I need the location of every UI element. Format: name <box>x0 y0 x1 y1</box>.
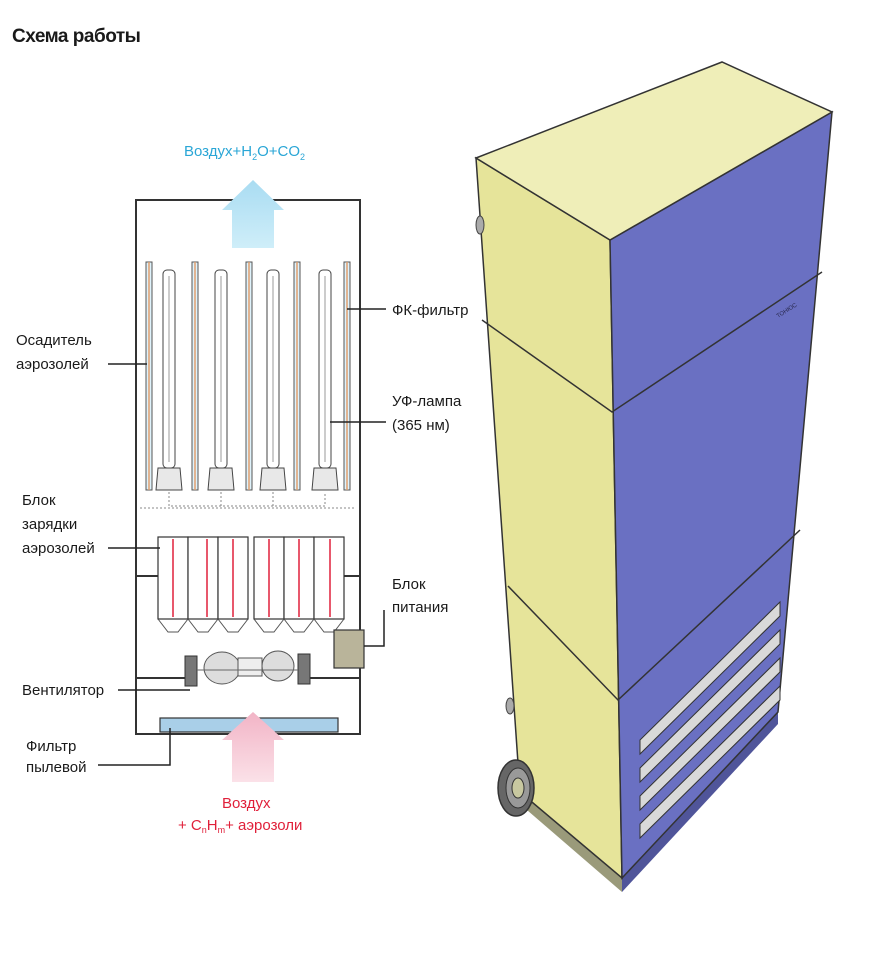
device-seams <box>481 271 823 702</box>
outlet-label-sub1: 2 <box>252 152 257 162</box>
vent-grille <box>639 600 781 840</box>
fan-label: Вентилятор <box>22 682 104 699</box>
inlet-arrow <box>222 712 284 782</box>
inlet-label-sub1: n <box>202 825 207 835</box>
outlet-arrow <box>222 180 284 248</box>
uv-lamp <box>259 269 287 491</box>
uv-lamps <box>155 269 339 491</box>
leader-lines <box>98 308 386 766</box>
uv-lamp <box>311 269 339 491</box>
charging-label-line1: Блок <box>22 492 56 509</box>
side-knob <box>475 215 485 235</box>
device-front <box>609 110 833 880</box>
inlet-label-c: + аэрозоли <box>225 817 302 834</box>
device-illustration: ТОНЮС <box>474 61 834 892</box>
dust-filter-label-line1: Фильтр <box>26 738 76 755</box>
side-knob <box>505 697 515 715</box>
uv-lamp-label-line1: УФ-лампа <box>392 393 462 410</box>
outlet-label-prefix: Воздух+H <box>184 143 252 160</box>
wheel-icon <box>497 759 535 817</box>
precipitator-label-line2: аэрозолей <box>16 356 89 373</box>
device-base <box>520 790 622 892</box>
power-supply-block <box>333 629 365 669</box>
charging-label-line3: аэрозолей <box>22 540 95 557</box>
inlet-label-a: + C <box>178 817 202 834</box>
inlet-label-line1: Воздух <box>222 795 271 812</box>
charging-label-line2: зарядки <box>22 516 77 533</box>
schematic: Воздух+H2O+CO2 <box>16 143 468 835</box>
dust-filter-label-line2: пылевой <box>26 759 87 776</box>
uv-lamp-label-line2: (365 нм) <box>392 417 450 434</box>
outlet-label-mid: O+CO <box>257 143 300 160</box>
pc-filter-label: ФК-фильтр <box>392 302 468 319</box>
device-top <box>474 61 834 241</box>
pc-filter-edges <box>148 262 348 490</box>
inlet-label-b: H <box>207 817 218 834</box>
uv-lamp <box>155 269 183 491</box>
lamp-wiring <box>140 492 356 509</box>
power-label-line2: питания <box>392 599 448 616</box>
page-title: Схема работы <box>12 26 141 47</box>
inlet-label-line2: + CnHm+ аэрозоли <box>178 817 302 835</box>
power-label-line1: Блок <box>392 576 426 593</box>
precipitator-label-line1: Осадитель <box>16 332 92 349</box>
charging-unit <box>136 536 360 633</box>
device-base-front <box>622 712 778 892</box>
uv-lamp <box>207 269 235 491</box>
device-side <box>475 156 623 880</box>
inlet-label-sub2: m <box>218 825 226 835</box>
fan <box>136 650 360 687</box>
outlet-label: Воздух+H2O+CO2 <box>184 143 305 162</box>
outlet-label-sub2: 2 <box>300 152 305 162</box>
